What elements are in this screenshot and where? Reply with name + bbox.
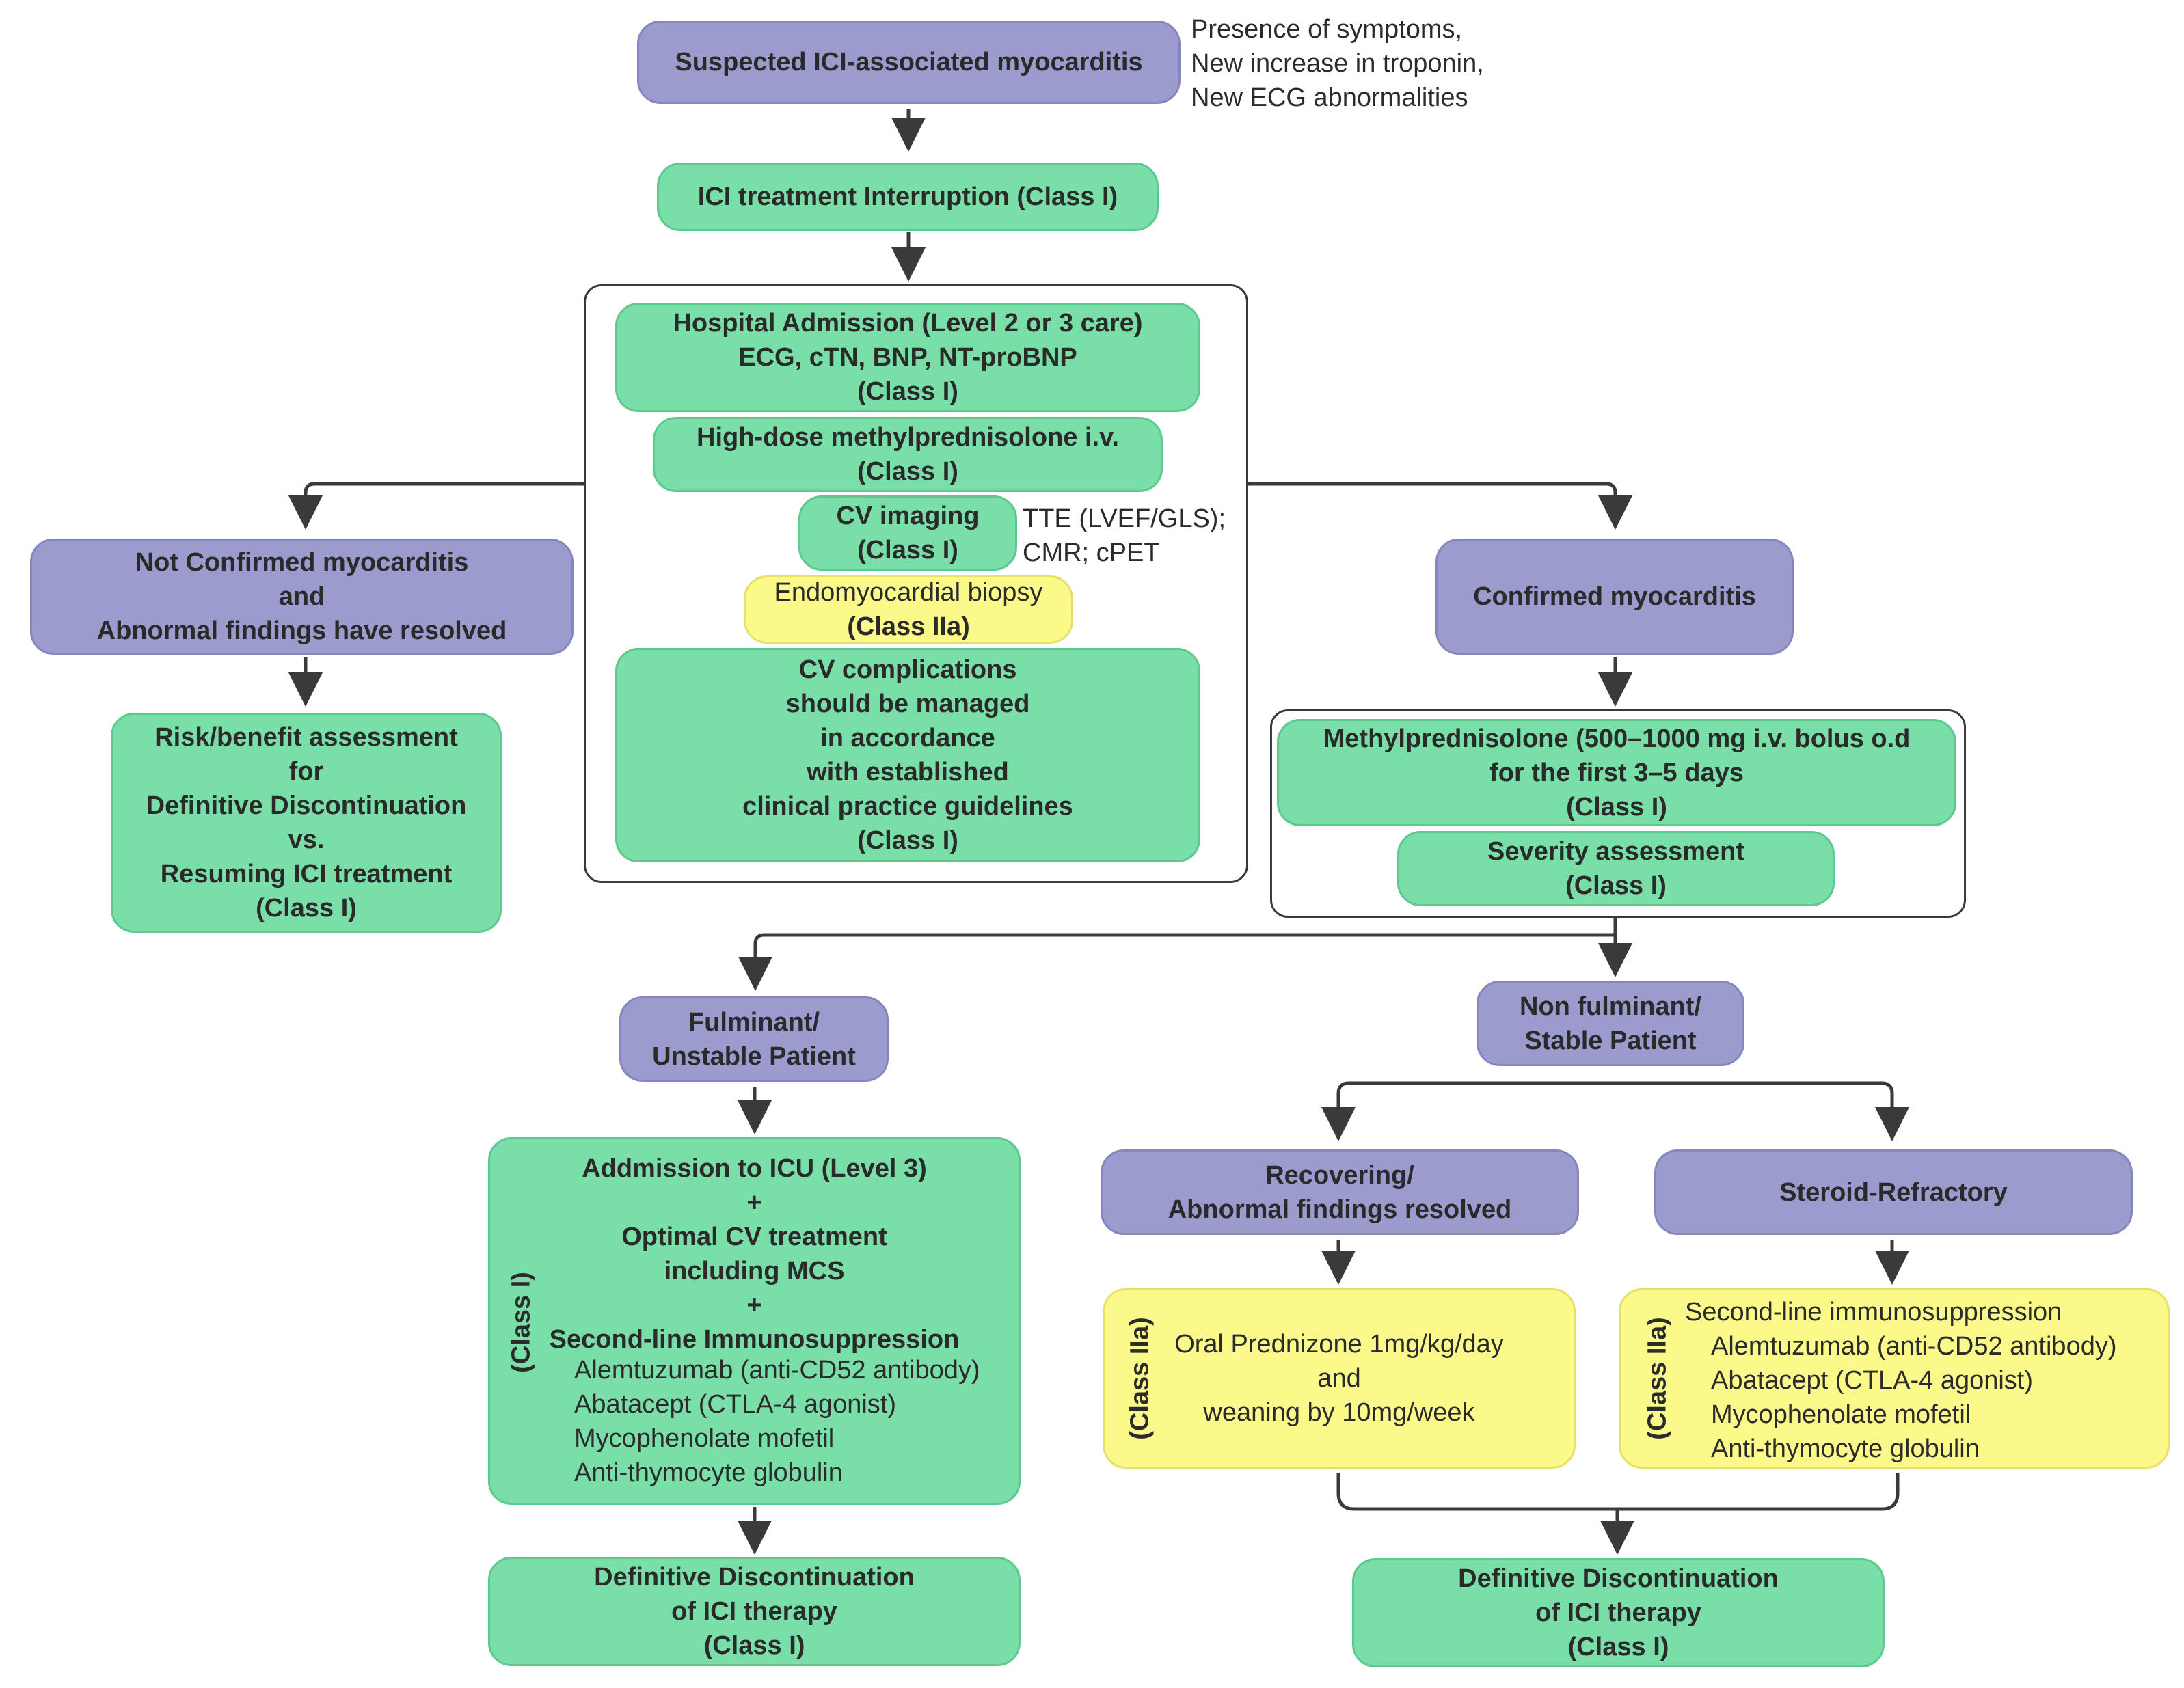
icu-admission-node: Addmission to ICU (Level 3) + Optimal CV… [488,1137,1021,1505]
arrow-nonfulminant-split [1336,1081,1894,1134]
confirmed-treatment-frame [1270,709,1966,918]
recovering-node: Recovering/ Abnormal findings resolved [1101,1149,1579,1235]
icu-class-label: (Class I) [507,1272,536,1373]
nonfulminant-stable-node: Non fulminant/ Stable Patient [1477,981,1744,1066]
hospital-admission-node: Hospital Admission (Level 2 or 3 care) E… [615,303,1200,412]
cv-imaging-node: CV imaging (Class I) [798,495,1017,571]
second-line-list: Second-line immunosuppression Alemtuzuma… [1685,1298,2117,1463]
oral-prednizone-class-label: (Class IIa) [1125,1317,1155,1440]
steroid-refractory-node: Steroid-Refractory [1654,1149,2133,1235]
suspected-criteria-note: Presence of symptoms, New increase in tr… [1191,15,1484,112]
fulminant-unstable-node: Fulminant/ Unstable Patient [619,996,889,1082]
endomyocardial-biopsy-node: Endomyocardial biopsy (Class IIa) [744,575,1073,644]
methylprednisolone-bolus-node: Methylprednisolone (500–1000 mg i.v. bol… [1277,719,1956,826]
oral-prednizone-node: Oral Prednizone 1mg/kg/day and weaning b… [1103,1288,1576,1469]
discontinuation-right-node: Definitive Discontinuation of ICI therap… [1352,1558,1885,1667]
high-dose-methylprednisolone-node: High-dose methylprednisolone i.v. (Class… [653,417,1163,492]
cv-imaging-modalities-note: TTE (LVEF/GLS); CMR; cPET [1023,504,1226,567]
arrow-to-not-confirmed [288,482,584,530]
suspected-myocarditis-node: Suspected ICI-associated myocarditis [637,21,1181,104]
severity-assessment-node: Severity assessment (Class I) [1397,831,1835,906]
risk-benefit-assessment-node: Risk/benefit assessment for Definitive D… [111,713,502,933]
bracket-merge [1336,1473,1900,1511]
not-confirmed-myocarditis-node: Not Confirmed myocarditis and Abnormal f… [30,539,574,655]
confirmed-myocarditis-node: Confirmed myocarditis [1435,539,1794,655]
arrow-to-fulminant [738,933,1615,991]
arrow-to-confirmed [1248,482,1632,530]
discontinuation-left-node: Definitive Discontinuation of ICI therap… [488,1557,1021,1666]
cv-complications-node: CV complications should be managed in ac… [615,648,1200,862]
admission-workup-frame [584,284,1248,883]
icu-drug-list: Alemtuzumab (anti-CD52 antibody) Abatace… [574,1356,980,1487]
ici-interruption-node: ICI treatment Interruption (Class I) [657,163,1159,231]
second-line-immunosuppression-node [1619,1288,2170,1469]
second-line-class-label: (Class IIa) [1643,1317,1672,1440]
